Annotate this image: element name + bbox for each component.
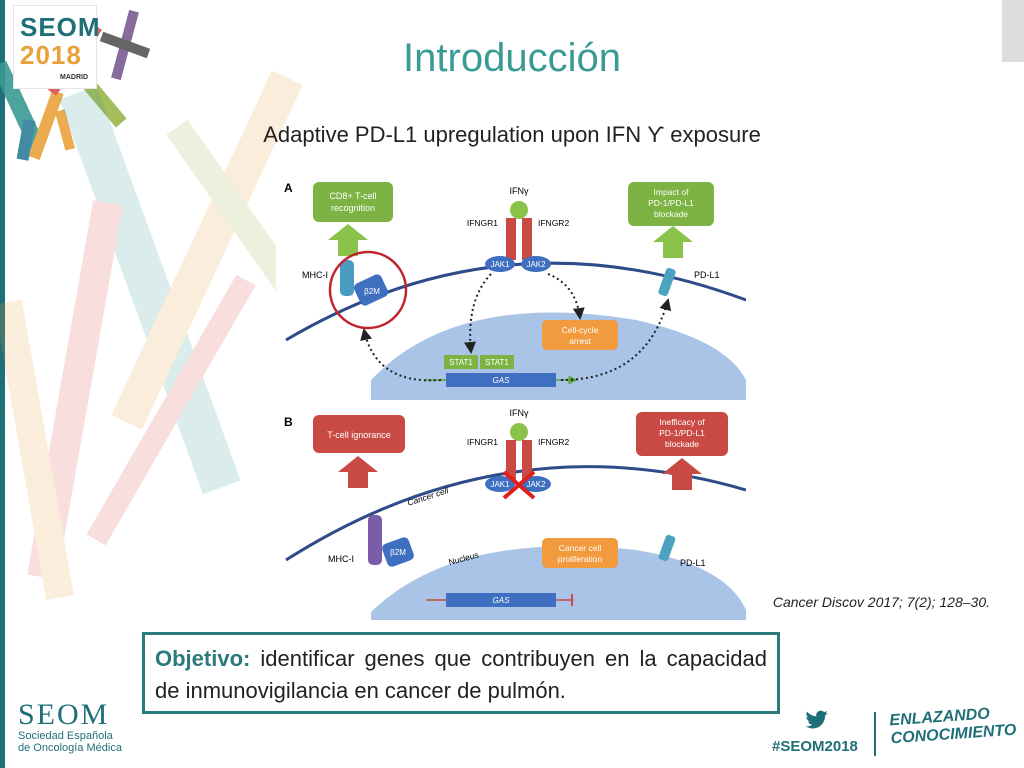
cd8-line1: CD8+ T-cell [329,191,376,201]
logo-seom-text: SEOM [20,12,101,42]
mhc-a [340,260,354,296]
b2m-a [353,274,389,306]
hashtag: #SEOM2018 [772,738,858,755]
footer-divider [874,712,876,756]
left-accent-bar [0,0,5,768]
pdl1-pathway-figure: A CD8+ T-cell recognition Impact of PD-1… [276,170,746,620]
cellcycle-arrest-box: Cell-cycle arrest [542,320,618,350]
cd8-line2: recognition [331,203,375,213]
stat1-a-2 [480,355,514,369]
jak2-a-label: JAK2 [526,260,546,269]
cellcycle-line1: Cell-cycle [562,325,599,335]
cancer-cell-label: Cancer cell [406,485,451,508]
logo-city-text: MADRID [60,74,88,81]
proliferation-line1: Cancer cell [559,543,602,553]
b2m-b [382,537,414,567]
objective-label: Objetivo: [155,646,251,671]
ifn-b-label: IFNγ [510,408,529,418]
ifn-ligand-b [510,423,528,441]
gas-a-label: GAS [493,376,511,385]
highlight-circle [328,250,408,330]
ifngr1-a [506,218,516,260]
stat1-a-1-label: STAT1 [449,358,473,367]
inefficacy-blockade-box: Inefficacy of PD-1/PD-L1 blockade [636,412,728,456]
seom-footer-logo: SEOM Sociedad Española de Oncología Médi… [18,698,122,755]
slide-title: Introducción [403,36,621,80]
impact-blockade-box: Impact of PD-1/PD-L1 blockade [628,182,714,226]
slide-subtitle: Adaptive PD-L1 upregulation upon IFN ϒ e… [263,122,761,147]
b2m-b-label: β2M [390,548,406,557]
tcell-ignorance-box: T-cell ignorance [313,415,405,453]
pdl1-a [658,267,676,297]
ifngr1-b-label: IFNGR1 [467,437,498,447]
block-x-icon [502,470,536,500]
ifngr1-b [506,440,516,482]
jak1-a [485,256,515,272]
citation: Cancer Discov 2017; 7(2); 128–30. [772,594,990,610]
up-arrow-b-right [662,458,702,490]
stat1-a-1 [444,355,478,369]
ifngr2-b [522,440,532,482]
jak2-a [521,256,551,272]
logo-year-text: 2018 [20,40,82,70]
twitter-icon [805,710,828,729]
panel-a-label: A [284,181,293,195]
ifngr2-b-label: IFNGR2 [538,437,569,447]
mhc-b [368,515,382,565]
jak1-a-label: JAK1 [490,260,510,269]
slogan: ENLAZANDO CONOCIMIENTO [889,704,1017,749]
pdl1-a-label: PD-L1 [694,270,720,280]
ifngr2-a-label: IFNGR2 [538,218,569,228]
inefficacy-line3: blockade [665,439,699,449]
impact-line1: Impact of [654,187,690,197]
pdl1-b-label: PD-L1 [680,558,706,568]
impact-line2: PD-1/PD-L1 [648,198,694,208]
panel-b-label: B [284,415,293,429]
jak2-b [521,476,551,492]
gas-a [446,373,556,387]
ifn-ligand-a [510,201,528,219]
seom-logo-text: SEOM [18,698,110,731]
ifn-a-label: IFNγ [510,186,529,196]
objective-box: Objetivo: identificar genes que contribu… [142,632,780,714]
mhc-a-label: MHC-I [302,270,328,280]
mhc-b-label: MHC-I [328,554,354,564]
cellcycle-line2: arrest [569,336,591,346]
gas-b [446,593,556,607]
corner-block [1002,0,1024,62]
up-arrow-a-right [653,226,693,258]
inefficacy-line2: PD-1/PD-L1 [659,428,705,438]
ifngr1-a-label: IFNGR1 [467,218,498,228]
proliferation-box: Cancer cell proliferation [542,538,618,568]
proliferation-line2: proliferation [558,554,603,564]
seom-logo-line2: de Oncología Médica [18,742,122,754]
pdl1-b [658,534,676,562]
arrow-jak-cellcycle [547,273,585,320]
arrow-gas-mhc [360,328,442,382]
jak1-b-label: JAK1 [490,480,510,489]
jak1-b [485,476,515,492]
seom2018-logo: SEOM 2018 MADRID [14,6,100,88]
seom-logo-line1: Sociedad Española [18,730,113,742]
stat1-a-2-label: STAT1 [485,358,509,367]
cd8-recognition-box: CD8+ T-cell recognition [313,182,393,222]
gas-b-label: GAS [493,596,511,605]
b2m-a-label: β2M [364,287,380,296]
objective-text: identificar genes que contribuyen en la … [155,646,767,703]
ifngr2-a [522,218,532,260]
tcell-label: T-cell ignorance [327,430,391,440]
jak2-b-label: JAK2 [526,480,546,489]
impact-line3: blockade [654,209,688,219]
up-arrow-a-left [328,224,368,256]
up-arrow-b-left [338,456,378,488]
inefficacy-line1: Inefficacy of [659,417,705,427]
